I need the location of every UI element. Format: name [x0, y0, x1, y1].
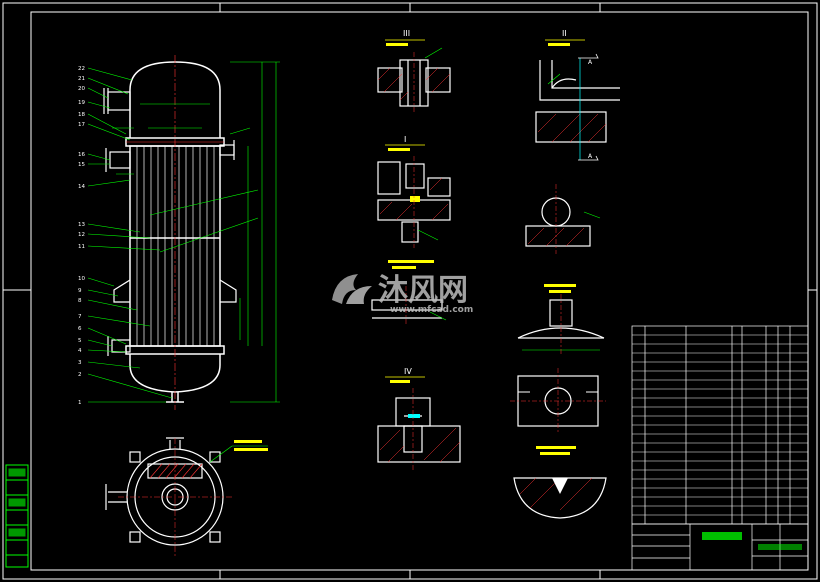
part-number-label: 1 [78, 400, 82, 406]
part-number-label: 11 [78, 244, 85, 250]
part-number-label: 19 [78, 100, 85, 106]
part-number-label: 8 [78, 298, 82, 304]
leader-lines [87, 67, 259, 403]
title-block-drawing-name [702, 532, 742, 540]
part-number-label: 15 [78, 162, 85, 168]
watermark-logo-icon [332, 274, 372, 304]
detail-dome-nozzle [517, 284, 605, 356]
detail-2: A A [535, 39, 620, 161]
part-number-label: 7 [78, 314, 82, 320]
part-number-label: 12 [78, 232, 85, 238]
margin-stamp-boxes [5, 464, 29, 568]
watermark-brand-cn: 沐风网 [378, 273, 468, 308]
plan-view [105, 437, 232, 556]
detail-4-label: IV [404, 367, 412, 376]
detail-weld-bowl [513, 446, 607, 519]
detail-4 [377, 376, 461, 470]
main-vessel-view [87, 55, 280, 410]
part-number-label: 3 [78, 360, 82, 366]
part-number-label: 22 [78, 66, 85, 72]
part-number-label: 14 [78, 184, 85, 190]
support-lugs [113, 279, 237, 303]
frame-zone-ticks [3, 3, 817, 579]
part-number-label: 21 [78, 76, 85, 82]
part-number-label: 4 [78, 348, 82, 354]
part-number-label: 17 [78, 122, 85, 128]
part-number-label: 16 [78, 152, 85, 158]
part-number-label: 9 [78, 288, 82, 294]
part-number-label: 5 [78, 338, 82, 344]
plan-view-note [209, 440, 268, 463]
detail-1-label: I [404, 135, 406, 144]
detail-3 [377, 39, 451, 114]
title-block-company [758, 544, 802, 550]
part-number-label: 6 [78, 326, 82, 332]
shell [129, 145, 221, 347]
watermark-url: www.mfcad.com [390, 305, 473, 315]
detail-flange-block [510, 368, 606, 434]
dimension-lines [112, 61, 280, 403]
detail-pipe-saddle [525, 184, 601, 254]
part-number-label: 20 [78, 86, 85, 92]
watermark: 沐风网 www.mfcad.com [332, 273, 473, 315]
parts-list-rows [632, 334, 808, 516]
part-number-label: 2 [78, 372, 82, 378]
part-number-label: 10 [78, 276, 85, 282]
tube-bundle [136, 146, 215, 346]
part-number-label: 13 [78, 222, 85, 228]
detail-2-label: II [562, 29, 567, 38]
detail-1 [377, 144, 451, 248]
detail-3-label: III [403, 29, 410, 38]
section-a-label-bottom: A [588, 153, 593, 160]
weld-detail [371, 260, 447, 324]
section-a-label-top: A [588, 59, 593, 66]
part-number-label: 18 [78, 112, 85, 118]
title-block [631, 523, 809, 571]
